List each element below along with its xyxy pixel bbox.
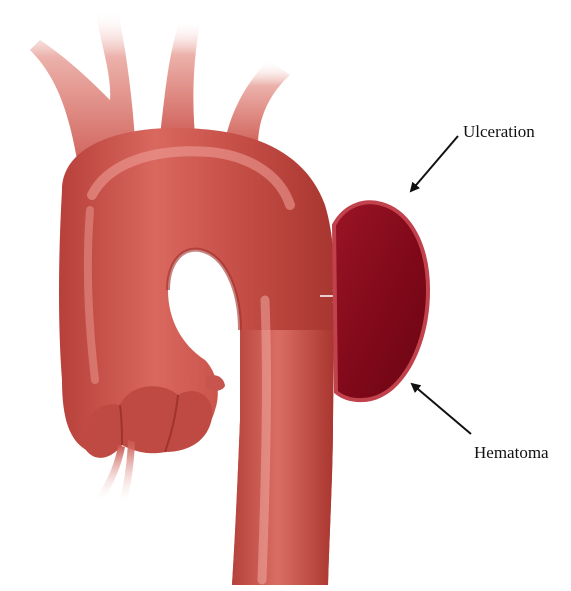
branch-right [225,60,290,145]
hematoma-body [334,202,428,400]
descending-aorta [232,330,334,585]
aortic-arch [59,128,346,585]
ulceration-label: Ulceration [463,123,535,140]
ulceration-arrow [411,136,458,191]
descending-highlight [262,300,266,580]
hematoma-arrow [412,384,471,434]
hematoma-label: Hematoma [474,444,549,461]
branch-middle [160,20,200,135]
root-nub [205,375,225,391]
hematoma-shape [334,202,428,400]
